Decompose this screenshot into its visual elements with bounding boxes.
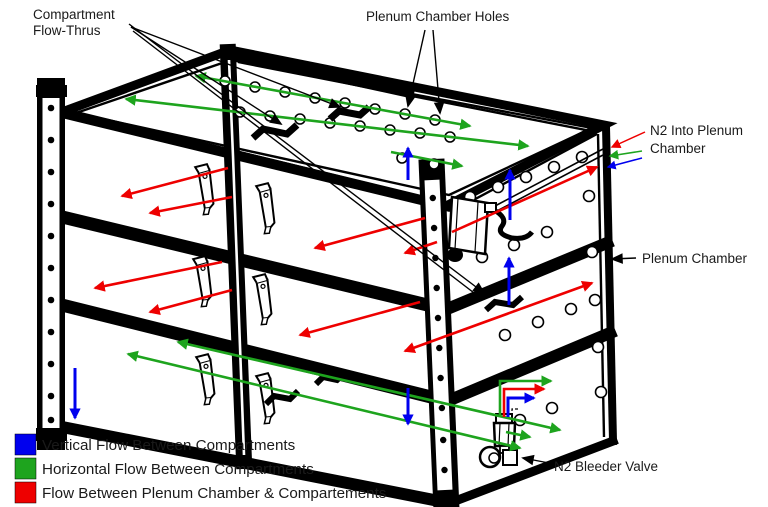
callout-leaders [128,23,637,466]
flow-thru-leader-3 [128,23,486,295]
label-plenum-chamber-holes: Plenum Chamber Holes [366,9,510,24]
flow-thru-leader-2 [130,26,342,109]
n2-internal-tube [492,207,534,241]
label-compartment-flow-thrus-line1: Compartment [33,7,115,22]
legend-item-vertical-flow: Vertical Flow Between Compartments [14,433,296,456]
blue-flow-arrows [69,146,536,426]
legend-swatch-green [14,457,37,480]
front-shelf-1 [50,208,448,316]
flow-thru-leader-4 [132,30,479,297]
flow-thru-leader-1 [130,26,283,126]
diagram-labels: Compartment Flow-Thrus Plenum Chamber Ho… [33,7,748,474]
bleeder-valve-leader [521,454,550,466]
label-n2-bleeder-valve: N2 Bleeder Valve [554,459,658,474]
legend-swatch-blue [14,433,37,456]
legend-swatch-red [14,481,37,504]
n2-inlet-leaders [606,131,646,170]
plenum-holes-leader-1 [405,29,426,108]
left-rail [36,78,67,450]
legend-label-plenum-flow: Flow Between Plenum Chamber & Comparteme… [42,485,387,502]
label-n2-into-plenum-line1: N2 Into Plenum [650,123,743,138]
plenum-chamber-leader [610,253,637,264]
green-flow-arrows [124,72,562,452]
legend-item-horizontal-flow: Horizontal Flow Between Compartments [14,457,314,480]
label-plenum-chamber: Plenum Chamber [642,251,748,266]
legend-label-horizontal-flow: Horizontal Flow Between Compartments [42,461,314,478]
red-flow-arrows [93,165,599,417]
legend-label-vertical-flow: Vertical Flow Between Compartments [42,437,296,454]
legend-item-plenum-flow: Flow Between Plenum Chamber & Comparteme… [14,481,387,504]
legend: Vertical Flow Between Compartments Horiz… [14,433,387,504]
front-right-post [418,158,460,507]
label-n2-into-plenum-line2: Chamber [650,141,706,156]
label-compartment-flow-thrus-line2: Flow-Thrus [33,23,101,38]
plenum-holes-leader-2 [432,29,445,115]
